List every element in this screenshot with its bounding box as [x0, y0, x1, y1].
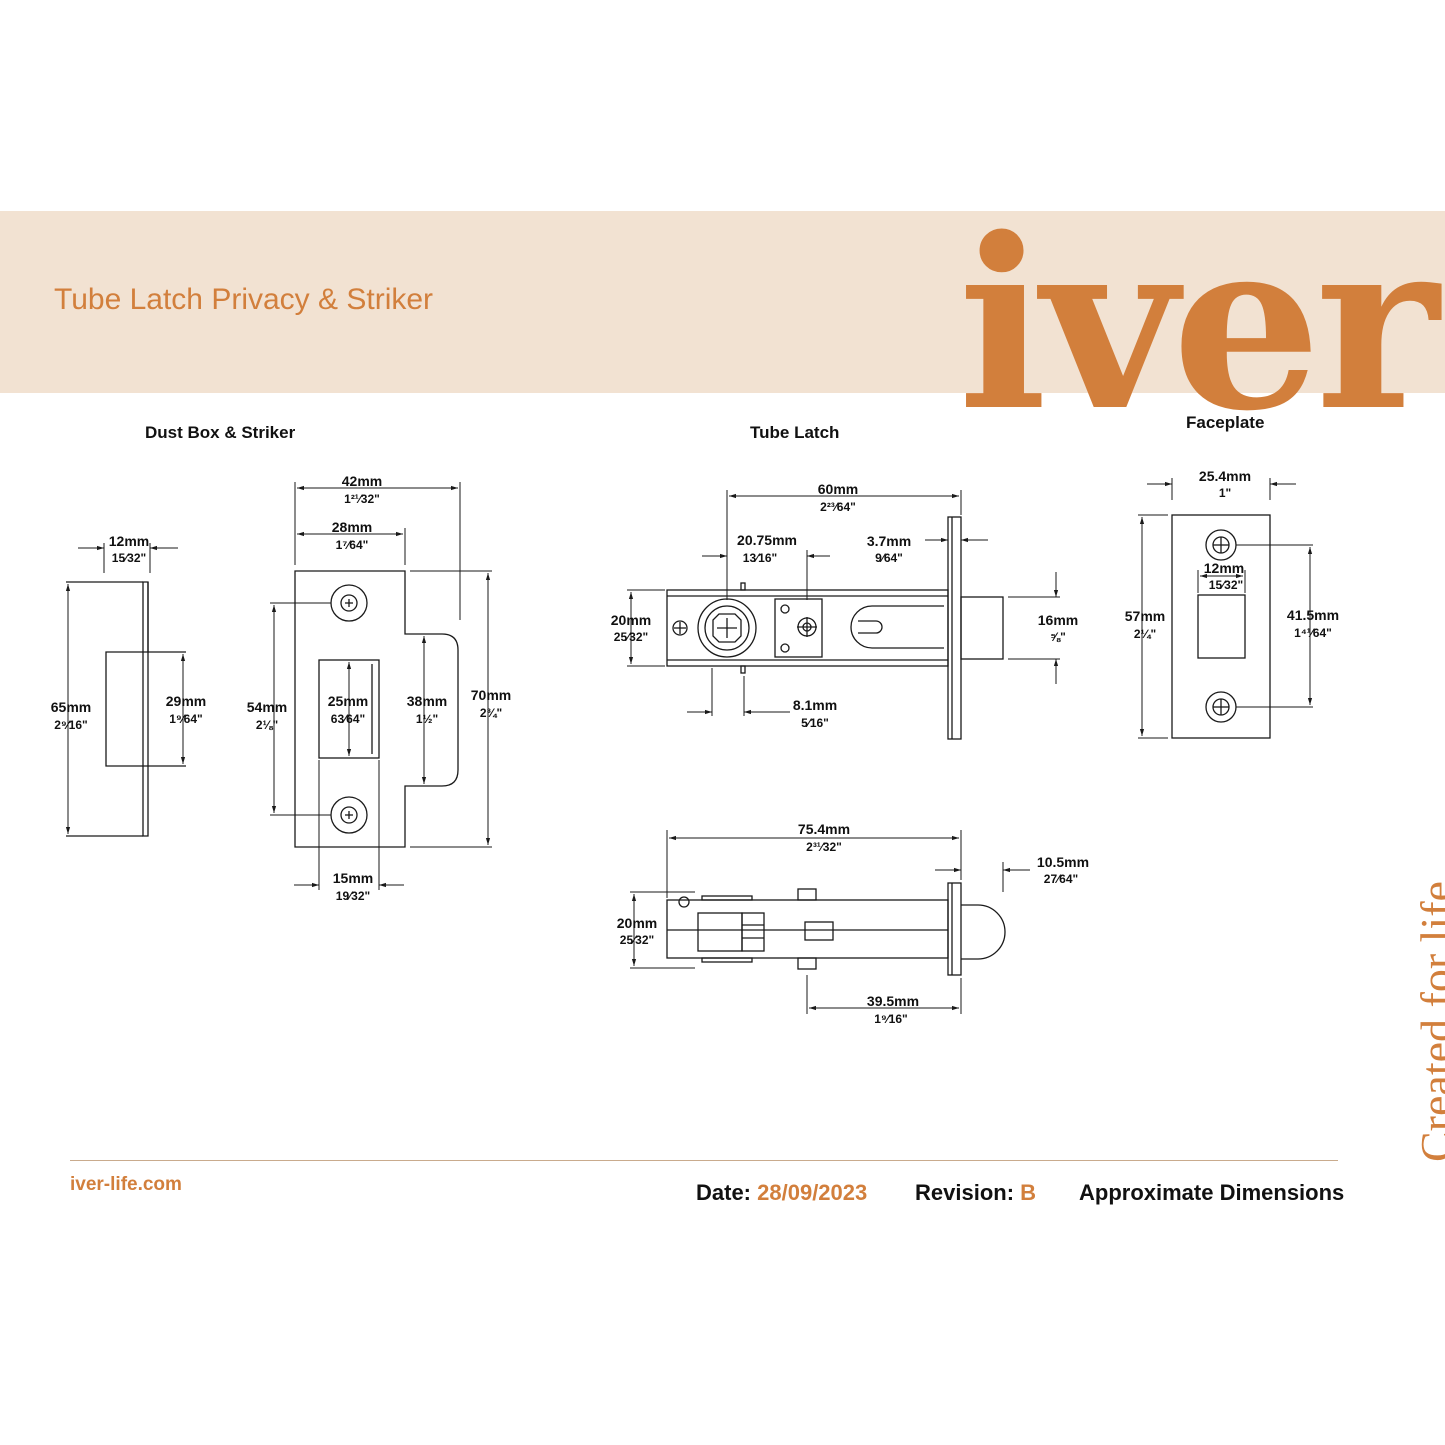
svg-text:1⁴¹⁄64": 1⁴¹⁄64" — [1294, 626, 1332, 640]
dim-tl-2075: 20.75mm 13⁄16" — [737, 532, 797, 565]
svg-text:16mm: 16mm — [1038, 612, 1078, 628]
revision-field: Revision: B — [915, 1180, 1036, 1206]
dim-ts-20: 20mm 25⁄32" — [617, 915, 657, 947]
svg-text:15mm: 15mm — [333, 870, 373, 886]
svg-text:9⁄64": 9⁄64" — [875, 551, 903, 565]
dim-st-54: 54mm 2⅛" — [247, 699, 287, 732]
svg-text:2⅛": 2⅛" — [256, 718, 278, 732]
svg-text:2⁹⁄16": 2⁹⁄16" — [54, 718, 87, 732]
dim-fp-12: 12mm 15⁄32" — [1204, 560, 1244, 592]
svg-text:28mm: 28mm — [332, 519, 372, 535]
revision-value: B — [1020, 1180, 1037, 1205]
svg-text:13⁄16": 13⁄16" — [743, 551, 777, 565]
dim-tl-81: 8.1mm 5⁄16" — [793, 697, 837, 730]
svg-text:1⁹⁄16": 1⁹⁄16" — [874, 1012, 907, 1026]
svg-text:63⁄64": 63⁄64" — [331, 712, 365, 726]
svg-text:8.1mm: 8.1mm — [793, 697, 837, 713]
svg-text:54mm: 54mm — [247, 699, 287, 715]
svg-text:25⁄32": 25⁄32" — [614, 630, 648, 644]
dim-tl-60: 60mm 2²³⁄64" — [818, 481, 858, 514]
dim-st-38: 38mm 1½" — [407, 693, 447, 726]
dust-box-drawing — [65, 543, 186, 837]
dim-ts-754: 75.4mm 2³¹⁄32" — [798, 821, 850, 854]
svg-text:65mm: 65mm — [51, 699, 91, 715]
dim-st-15: 15mm 19⁄32" — [333, 870, 373, 903]
svg-text:12mm: 12mm — [109, 533, 149, 549]
dim-ts-395: 39.5mm 1⁹⁄16" — [867, 993, 919, 1026]
date-label: Date: — [696, 1180, 752, 1205]
dim-db-29: 29mm 1⁹⁄64" — [166, 693, 206, 726]
svg-text:⅝": ⅝" — [1050, 630, 1066, 644]
dim-tl-16: 16mm ⅝" — [1038, 612, 1078, 644]
svg-text:27⁄64": 27⁄64" — [1044, 872, 1078, 886]
svg-text:60mm: 60mm — [818, 481, 858, 497]
svg-text:20mm: 20mm — [611, 612, 651, 628]
svg-text:38mm: 38mm — [407, 693, 447, 709]
document-title: Tube Latch Privacy & Striker — [54, 283, 434, 316]
section-title-faceplate: Faceplate — [1186, 413, 1265, 432]
svg-text:1½": 1½" — [416, 712, 438, 726]
date-field: Date: 28/09/2023 — [696, 1180, 867, 1206]
svg-text:2¼": 2¼" — [1134, 627, 1156, 641]
svg-text:1⁷⁄64": 1⁷⁄64" — [336, 538, 369, 552]
dim-tl-37: 3.7mm 9⁄64" — [867, 533, 911, 565]
svg-text:19⁄32": 19⁄32" — [336, 889, 370, 903]
svg-text:2³¹⁄32": 2³¹⁄32" — [806, 840, 842, 854]
section-title-tube-latch: Tube Latch — [750, 423, 840, 442]
svg-text:15⁄32": 15⁄32" — [1209, 578, 1243, 592]
dim-st-25: 25mm 63⁄64" — [328, 693, 368, 726]
brand-logo: iver — [958, 187, 1439, 463]
dim-st-70: 70mm 2¾" — [471, 687, 511, 720]
svg-text:2¾": 2¾" — [480, 706, 502, 720]
dim-db-65: 65mm 2⁹⁄16" — [51, 699, 91, 732]
dim-fp-57: 57mm 2¼" — [1125, 608, 1165, 641]
section-title-dust-box: Dust Box & Striker — [145, 423, 296, 442]
dim-fp-254: 25.4mm 1" — [1199, 468, 1251, 500]
svg-text:1": 1" — [1219, 486, 1231, 500]
svg-text:42mm: 42mm — [342, 473, 382, 489]
dim-st-28: 28mm 1⁷⁄64" — [332, 519, 372, 552]
svg-text:29mm: 29mm — [166, 693, 206, 709]
svg-text:25.4mm: 25.4mm — [1199, 468, 1251, 484]
dim-ts-105: 10.5mm 27⁄64" — [1037, 854, 1089, 886]
svg-text:39.5mm: 39.5mm — [867, 993, 919, 1009]
dim-st-42: 42mm 1²¹⁄32" — [342, 473, 382, 506]
svg-text:5⁄16": 5⁄16" — [801, 716, 829, 730]
tube-latch-drawing — [627, 490, 1060, 740]
faceplate-drawing — [1138, 478, 1313, 739]
svg-text:70mm: 70mm — [471, 687, 511, 703]
striker-plate-drawing — [270, 482, 492, 890]
svg-text:57mm: 57mm — [1125, 608, 1165, 624]
svg-text:20.75mm: 20.75mm — [737, 532, 797, 548]
footer-divider — [70, 1160, 1338, 1161]
svg-text:1⁹⁄64": 1⁹⁄64" — [169, 712, 202, 726]
svg-text:3.7mm: 3.7mm — [867, 533, 911, 549]
svg-text:75.4mm: 75.4mm — [798, 821, 850, 837]
svg-text:2²³⁄64": 2²³⁄64" — [820, 500, 856, 514]
header-band — [0, 211, 1445, 393]
svg-text:25mm: 25mm — [328, 693, 368, 709]
date-value: 28/09/2023 — [757, 1180, 868, 1205]
dim-tl-20: 20mm 25⁄32" — [611, 612, 651, 644]
svg-text:1²¹⁄32": 1²¹⁄32" — [344, 492, 380, 506]
website-link[interactable]: iver-life.com — [70, 1174, 182, 1195]
dim-db-12: 12mm 15⁄32" — [109, 533, 149, 565]
svg-text:15⁄32": 15⁄32" — [112, 551, 146, 565]
svg-text:41.5mm: 41.5mm — [1287, 607, 1339, 623]
tagline: Created for life. — [1411, 869, 1445, 1162]
tube-latch-side-drawing — [630, 830, 1030, 1014]
svg-text:20mm: 20mm — [617, 915, 657, 931]
svg-text:10.5mm: 10.5mm — [1037, 854, 1089, 870]
svg-text:25⁄32": 25⁄32" — [620, 933, 654, 947]
svg-text:12mm: 12mm — [1204, 560, 1244, 576]
approximate-dimensions-note: Approximate Dimensions — [1079, 1180, 1345, 1205]
revision-label: Revision: — [915, 1180, 1015, 1205]
dim-fp-415: 41.5mm 1⁴¹⁄64" — [1287, 607, 1339, 640]
